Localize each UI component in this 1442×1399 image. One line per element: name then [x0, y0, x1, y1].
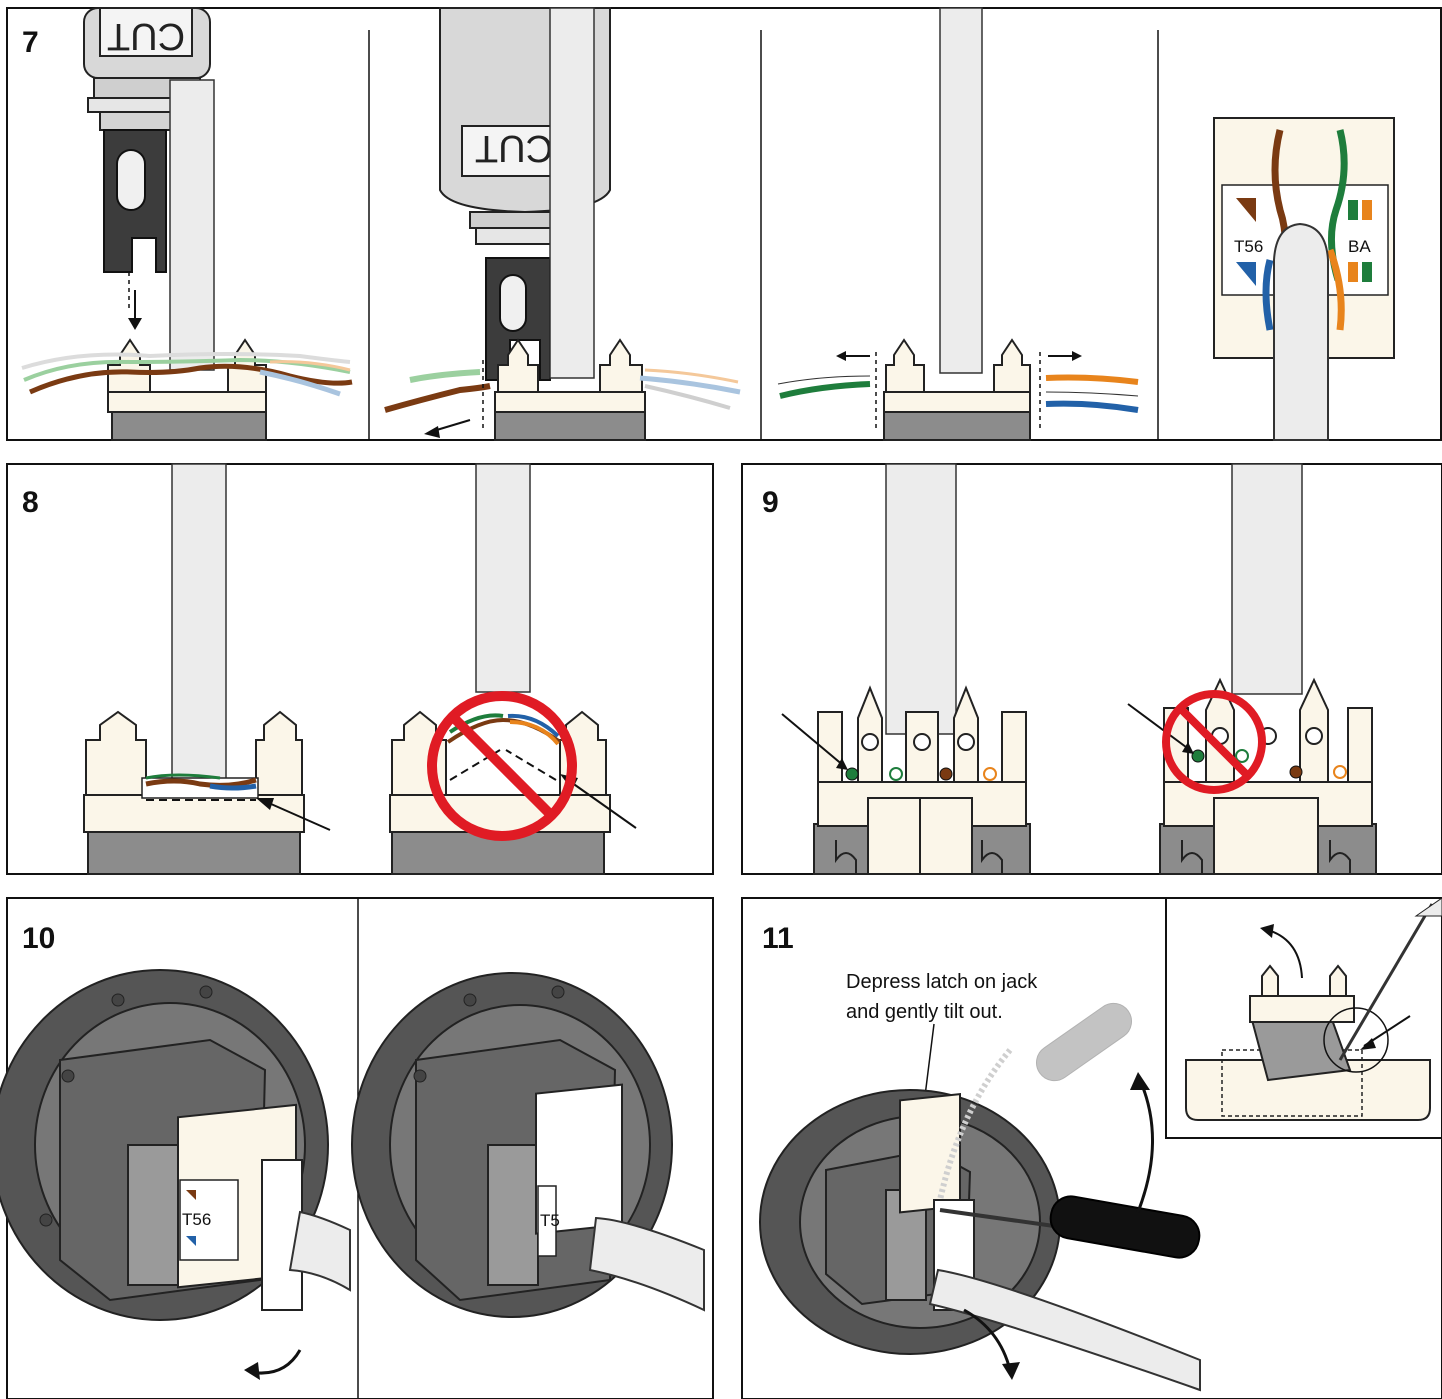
- inset-detail: [1165, 897, 1442, 1139]
- tool-label: CUT: [475, 127, 553, 169]
- tool-label: CUT: [107, 15, 185, 57]
- cable-jacket: [171, 463, 227, 785]
- step-number: 7: [22, 26, 39, 59]
- step-11-panel: 11 Depress latch on jack and gently tilt…: [741, 897, 1442, 1399]
- step-number: 10: [22, 922, 55, 955]
- step-7-panel: 7 CUT: [6, 7, 1442, 441]
- jack-label-right: BA: [1348, 237, 1371, 256]
- caption-line-2: and gently tilt out.: [846, 1001, 1003, 1023]
- jack-label-small: T56: [182, 1210, 211, 1229]
- step-number: 11: [762, 922, 794, 955]
- cable-jacket: [1231, 463, 1303, 695]
- wall-box-left: T56: [0, 969, 351, 1380]
- no-symbol: [427, 691, 577, 841]
- step-8-panel: 8: [6, 463, 714, 875]
- jack-punchdown-3: [777, 338, 1139, 441]
- step-number: 8: [22, 486, 39, 519]
- wall-box-right: T5: [351, 972, 705, 1318]
- jack-label-small: T5: [540, 1211, 560, 1230]
- wall-box-tilt: [759, 1002, 1201, 1392]
- cable-jacket: [885, 463, 957, 735]
- jack-front-correct: [781, 685, 1031, 875]
- no-symbol: [1162, 690, 1266, 794]
- step-number: 9: [762, 486, 779, 519]
- cable-jacket: [169, 79, 215, 371]
- jack-punchdown-1: [21, 338, 353, 441]
- jack-side-correct: [83, 710, 331, 875]
- step-10-panel: 10 T56: [0, 897, 714, 1399]
- cable-jacket: [549, 7, 595, 379]
- caption-line-1: Depress latch on jack: [846, 971, 1038, 993]
- step-9-panel: 9: [741, 463, 1442, 875]
- jack-front-view: T56 BA: [1213, 117, 1395, 441]
- jack-punchdown-2: [384, 338, 741, 441]
- jack-label-left: T56: [1234, 237, 1263, 256]
- cable-jacket: [939, 7, 983, 374]
- cable-jacket: [475, 463, 531, 693]
